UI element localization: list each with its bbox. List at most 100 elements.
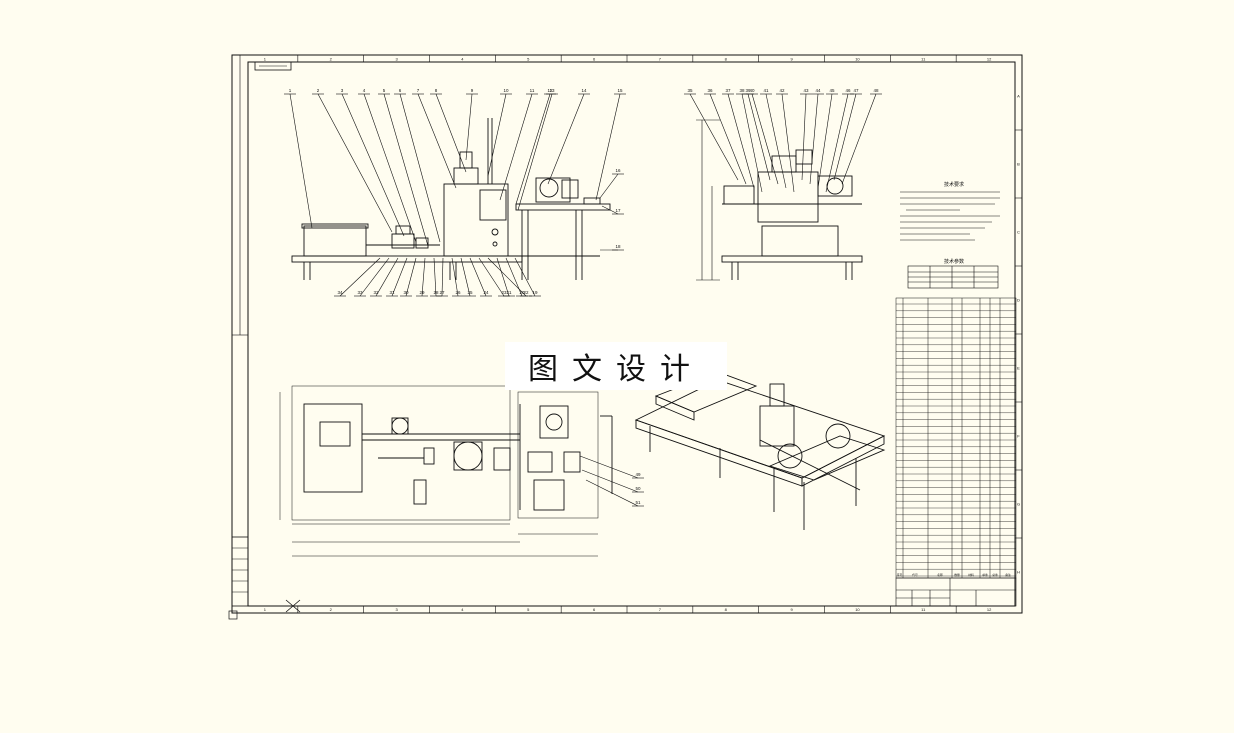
callout-label: 7 [417, 88, 420, 93]
column-number: 6 [593, 607, 596, 612]
callout-label: 26 [455, 290, 461, 295]
column-number: 4 [461, 607, 464, 612]
column-number: 1 [264, 607, 267, 612]
bom-header-cell: 备注 [1005, 573, 1011, 577]
callout-label: 35 [687, 88, 693, 93]
column-number: 9 [790, 57, 793, 62]
title-stamp: 图文设计 [505, 342, 727, 390]
callout-label: 2 [317, 88, 320, 93]
callout-label: 34 [337, 290, 343, 295]
callout-label: 40 [749, 88, 755, 93]
callout-label: 8 [435, 88, 438, 93]
callout-label: 25 [467, 290, 473, 295]
callout-label: 19 [532, 290, 538, 295]
column-number: 12 [987, 607, 992, 612]
bill-of-materials [895, 297, 1017, 579]
plan-view [279, 385, 613, 557]
column-number: 5 [527, 607, 530, 612]
callout-label: 27 [439, 290, 445, 295]
row-letter: C [1017, 230, 1020, 235]
row-letter: G [1017, 502, 1020, 507]
outer-frame [231, 54, 1023, 614]
inner-frame [247, 61, 1016, 607]
callout-label: 10 [503, 88, 509, 93]
column-number: 9 [790, 607, 793, 612]
column-number: 5 [527, 57, 530, 62]
row-letter: B [1017, 162, 1020, 167]
callout-label: 44 [815, 88, 821, 93]
column-number: 2 [330, 57, 333, 62]
callout-label: 20 [519, 290, 525, 295]
front-view [291, 118, 611, 280]
callout-label: 21 [506, 290, 512, 295]
bom-header-cell: 材料 [968, 573, 974, 577]
callout-label: 38 [739, 88, 745, 93]
bom-header-cell: 总重 [992, 573, 998, 577]
callout-label: 37 [725, 88, 731, 93]
tech-parameter-table [907, 265, 999, 289]
technical-requirements [900, 191, 1000, 241]
callout-label: 46 [845, 88, 851, 93]
column-number: 3 [395, 607, 398, 612]
column-number: 7 [659, 57, 662, 62]
bom-header-cell: 名称 [937, 573, 943, 577]
callout-label: 30 [403, 290, 409, 295]
callout-label: 41 [763, 88, 769, 93]
callout-label: 49 [635, 472, 641, 477]
column-number: 1 [264, 57, 267, 62]
title-block [895, 577, 1017, 607]
column-number: 3 [395, 57, 398, 62]
row-letter: D [1017, 298, 1020, 303]
column-number: 10 [855, 607, 860, 612]
callout-label: 4 [363, 88, 366, 93]
column-number: 6 [593, 57, 596, 62]
callout-label: 48 [873, 88, 879, 93]
callout-label: 22 [523, 290, 529, 295]
callout-label: 23 [501, 290, 507, 295]
callout-label: 43 [803, 88, 809, 93]
column-number: 11 [921, 57, 926, 62]
column-number: 7 [659, 607, 662, 612]
callout-label: 18 [615, 244, 621, 249]
row-letter: E [1017, 366, 1020, 371]
column-number: 11 [921, 607, 926, 612]
callout-label: 3 [341, 88, 344, 93]
callout-label: 47 [853, 88, 859, 93]
callout-label: 24 [483, 290, 489, 295]
callout-label: 1 [289, 88, 292, 93]
callout-label: 29 [419, 290, 425, 295]
tech-table-title: 技术参数 [944, 258, 964, 265]
callout-label: 32 [373, 290, 379, 295]
bom-header-cell: 代号 [912, 573, 918, 577]
column-number: 8 [725, 607, 728, 612]
callout-label: 12 [547, 88, 553, 93]
column-number: 12 [987, 57, 992, 62]
left-revision-block [231, 536, 249, 607]
callout-label: 45 [829, 88, 835, 93]
callout-label: 39 [745, 88, 751, 93]
row-letter: A [1017, 94, 1020, 99]
cross-mark [285, 599, 301, 613]
callout-label: 5 [383, 88, 386, 93]
callout-label: 17 [615, 208, 621, 213]
bom-header-cell: 序号 [897, 573, 903, 577]
row-letter: H [1017, 570, 1020, 575]
column-number: 4 [461, 57, 464, 62]
side-view [696, 119, 863, 281]
callout-label: 31 [389, 290, 395, 295]
column-number: 2 [330, 607, 333, 612]
callout-label: 50 [635, 486, 641, 491]
bom-header-cell: 数量 [954, 573, 960, 577]
row-letter: F [1017, 434, 1020, 439]
callout-label: 15 [617, 88, 623, 93]
bom-header: 序号代号名称数量材料单重总重备注 [897, 573, 1011, 577]
callout-label: 33 [357, 290, 363, 295]
drawing-tag-box [254, 61, 292, 71]
callout-label: 36 [707, 88, 713, 93]
callout-label: 9 [471, 88, 474, 93]
